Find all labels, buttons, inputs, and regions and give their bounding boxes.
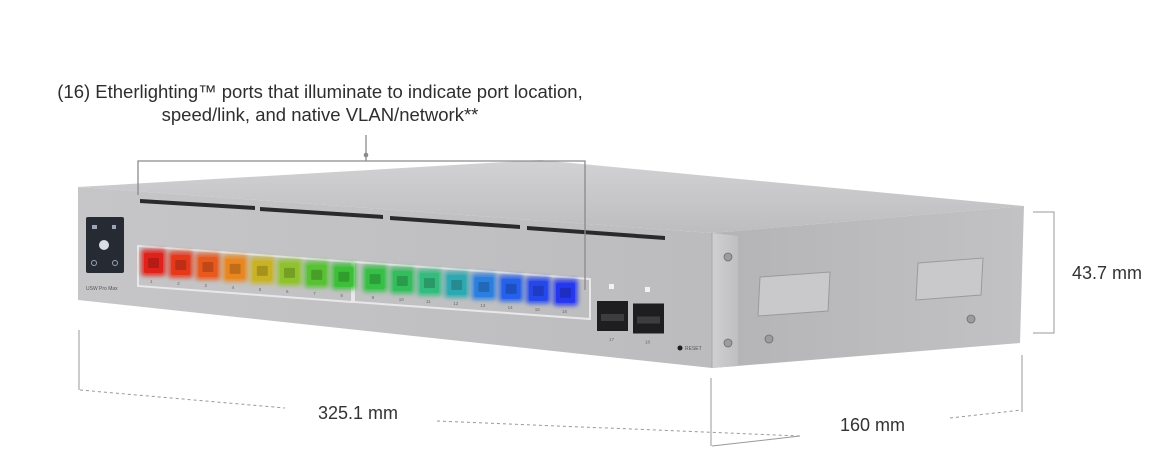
- callout-anchor-dot: [363, 152, 369, 158]
- sfp-port: 18: [633, 303, 664, 345]
- rj45-port: 13: [471, 272, 497, 308]
- port-light: [198, 256, 218, 277]
- rj45-port: 5: [249, 256, 275, 292]
- etherlighting-callout: (16) Etherlighting™ ports that illuminat…: [0, 80, 640, 126]
- port-number-label: 2: [177, 281, 180, 286]
- sfp-slot: [637, 316, 660, 324]
- port-socket: [229, 263, 241, 274]
- port-socket: [505, 283, 517, 294]
- side-mount-slots: [757, 257, 984, 317]
- port-number-label: 6: [286, 289, 289, 294]
- port-socket: [396, 276, 408, 287]
- port-number-label: 7: [313, 291, 316, 296]
- port-light: [252, 260, 272, 281]
- port-light: [307, 264, 327, 285]
- port-number-label: 3: [204, 283, 207, 288]
- port-socket: [424, 278, 435, 289]
- rj45-port: 1: [141, 249, 166, 284]
- vent-slots: [140, 199, 665, 240]
- rj45-port: 16: [553, 278, 578, 314]
- sfp-port-number-label: 18: [645, 340, 651, 345]
- port-socket: [175, 259, 187, 270]
- rj45-port: 4: [222, 254, 248, 290]
- sfp-port: 17: [597, 301, 628, 342]
- rj45-port: 9: [362, 265, 388, 300]
- rj45-port: 14: [498, 274, 524, 310]
- port-group-frame-left: [137, 244, 353, 304]
- callout-line-1: (16) Etherlighting™ ports that illuminat…: [57, 81, 583, 102]
- port-number-label: 13: [480, 303, 486, 308]
- port-number-label: 9: [372, 295, 375, 300]
- rj45-port: 15: [525, 276, 551, 312]
- port-socket: [284, 267, 295, 278]
- rj45-port: 2: [168, 250, 194, 286]
- port-light: [334, 266, 354, 287]
- port-socket: [478, 281, 490, 292]
- port-socket: [202, 261, 214, 272]
- width-dimension-label: 325.1 mm: [318, 403, 399, 423]
- reset-label: RESET: [685, 346, 702, 352]
- rack-ear: [712, 233, 738, 368]
- port-light: [144, 253, 163, 273]
- rj45-port: 11: [417, 269, 442, 304]
- port-light: [556, 282, 575, 303]
- port-socket: [560, 287, 571, 298]
- reset-button: [677, 345, 683, 351]
- port-number-label: 1: [150, 279, 153, 284]
- sfp-port-area: [609, 284, 650, 292]
- port-socket: [256, 265, 268, 276]
- port-light: [474, 276, 494, 297]
- port-light: [447, 274, 467, 295]
- port-light: [392, 271, 412, 292]
- sfp-slot: [601, 314, 624, 321]
- port-light: [528, 280, 548, 301]
- port-light: [365, 269, 385, 290]
- rj45-port: 8: [331, 262, 357, 298]
- port-number-label: 15: [535, 307, 541, 312]
- model-label: USW Pro Max: [86, 286, 118, 292]
- rj45-port: 7: [304, 260, 330, 296]
- port-socket: [369, 274, 381, 285]
- port-light: [280, 262, 299, 283]
- rj45-port: 6: [277, 258, 302, 294]
- port-light: [501, 278, 521, 299]
- port-light: [171, 254, 191, 275]
- port-number-label: 16: [562, 309, 568, 314]
- touchscreen-panel: [86, 217, 124, 273]
- height-dimension-label: 43.7 mm: [1072, 263, 1143, 283]
- callout-line-2: speed/link, and native VLAN/network**: [161, 104, 479, 125]
- port-number-label: 12: [453, 301, 459, 306]
- switch-side-panel: [712, 206, 1024, 368]
- port-light: [225, 258, 245, 279]
- sfp-port-number-label: 17: [609, 337, 615, 342]
- depth-dimension-label: 160 mm: [840, 415, 906, 435]
- rj45-port: 12: [444, 270, 470, 306]
- port-number-label: 8: [340, 293, 343, 298]
- port-number-label: 5: [259, 287, 262, 292]
- port-socket: [451, 279, 463, 290]
- port-number-label: 10: [399, 297, 405, 302]
- port-number-label: 4: [232, 285, 235, 290]
- switch-top-surface: [78, 160, 1024, 233]
- port-socket: [338, 271, 350, 282]
- port-number-label: 11: [426, 299, 431, 304]
- port-socket: [311, 269, 323, 280]
- port-socket: [148, 258, 159, 268]
- screws: [723, 252, 976, 348]
- port-socket: [532, 285, 544, 296]
- port-light: [420, 273, 439, 294]
- port-number-label: 14: [508, 305, 514, 310]
- rj45-port: 3: [195, 252, 221, 288]
- dimension-lines: [78, 211, 1055, 447]
- rj45-port: 10: [389, 267, 415, 302]
